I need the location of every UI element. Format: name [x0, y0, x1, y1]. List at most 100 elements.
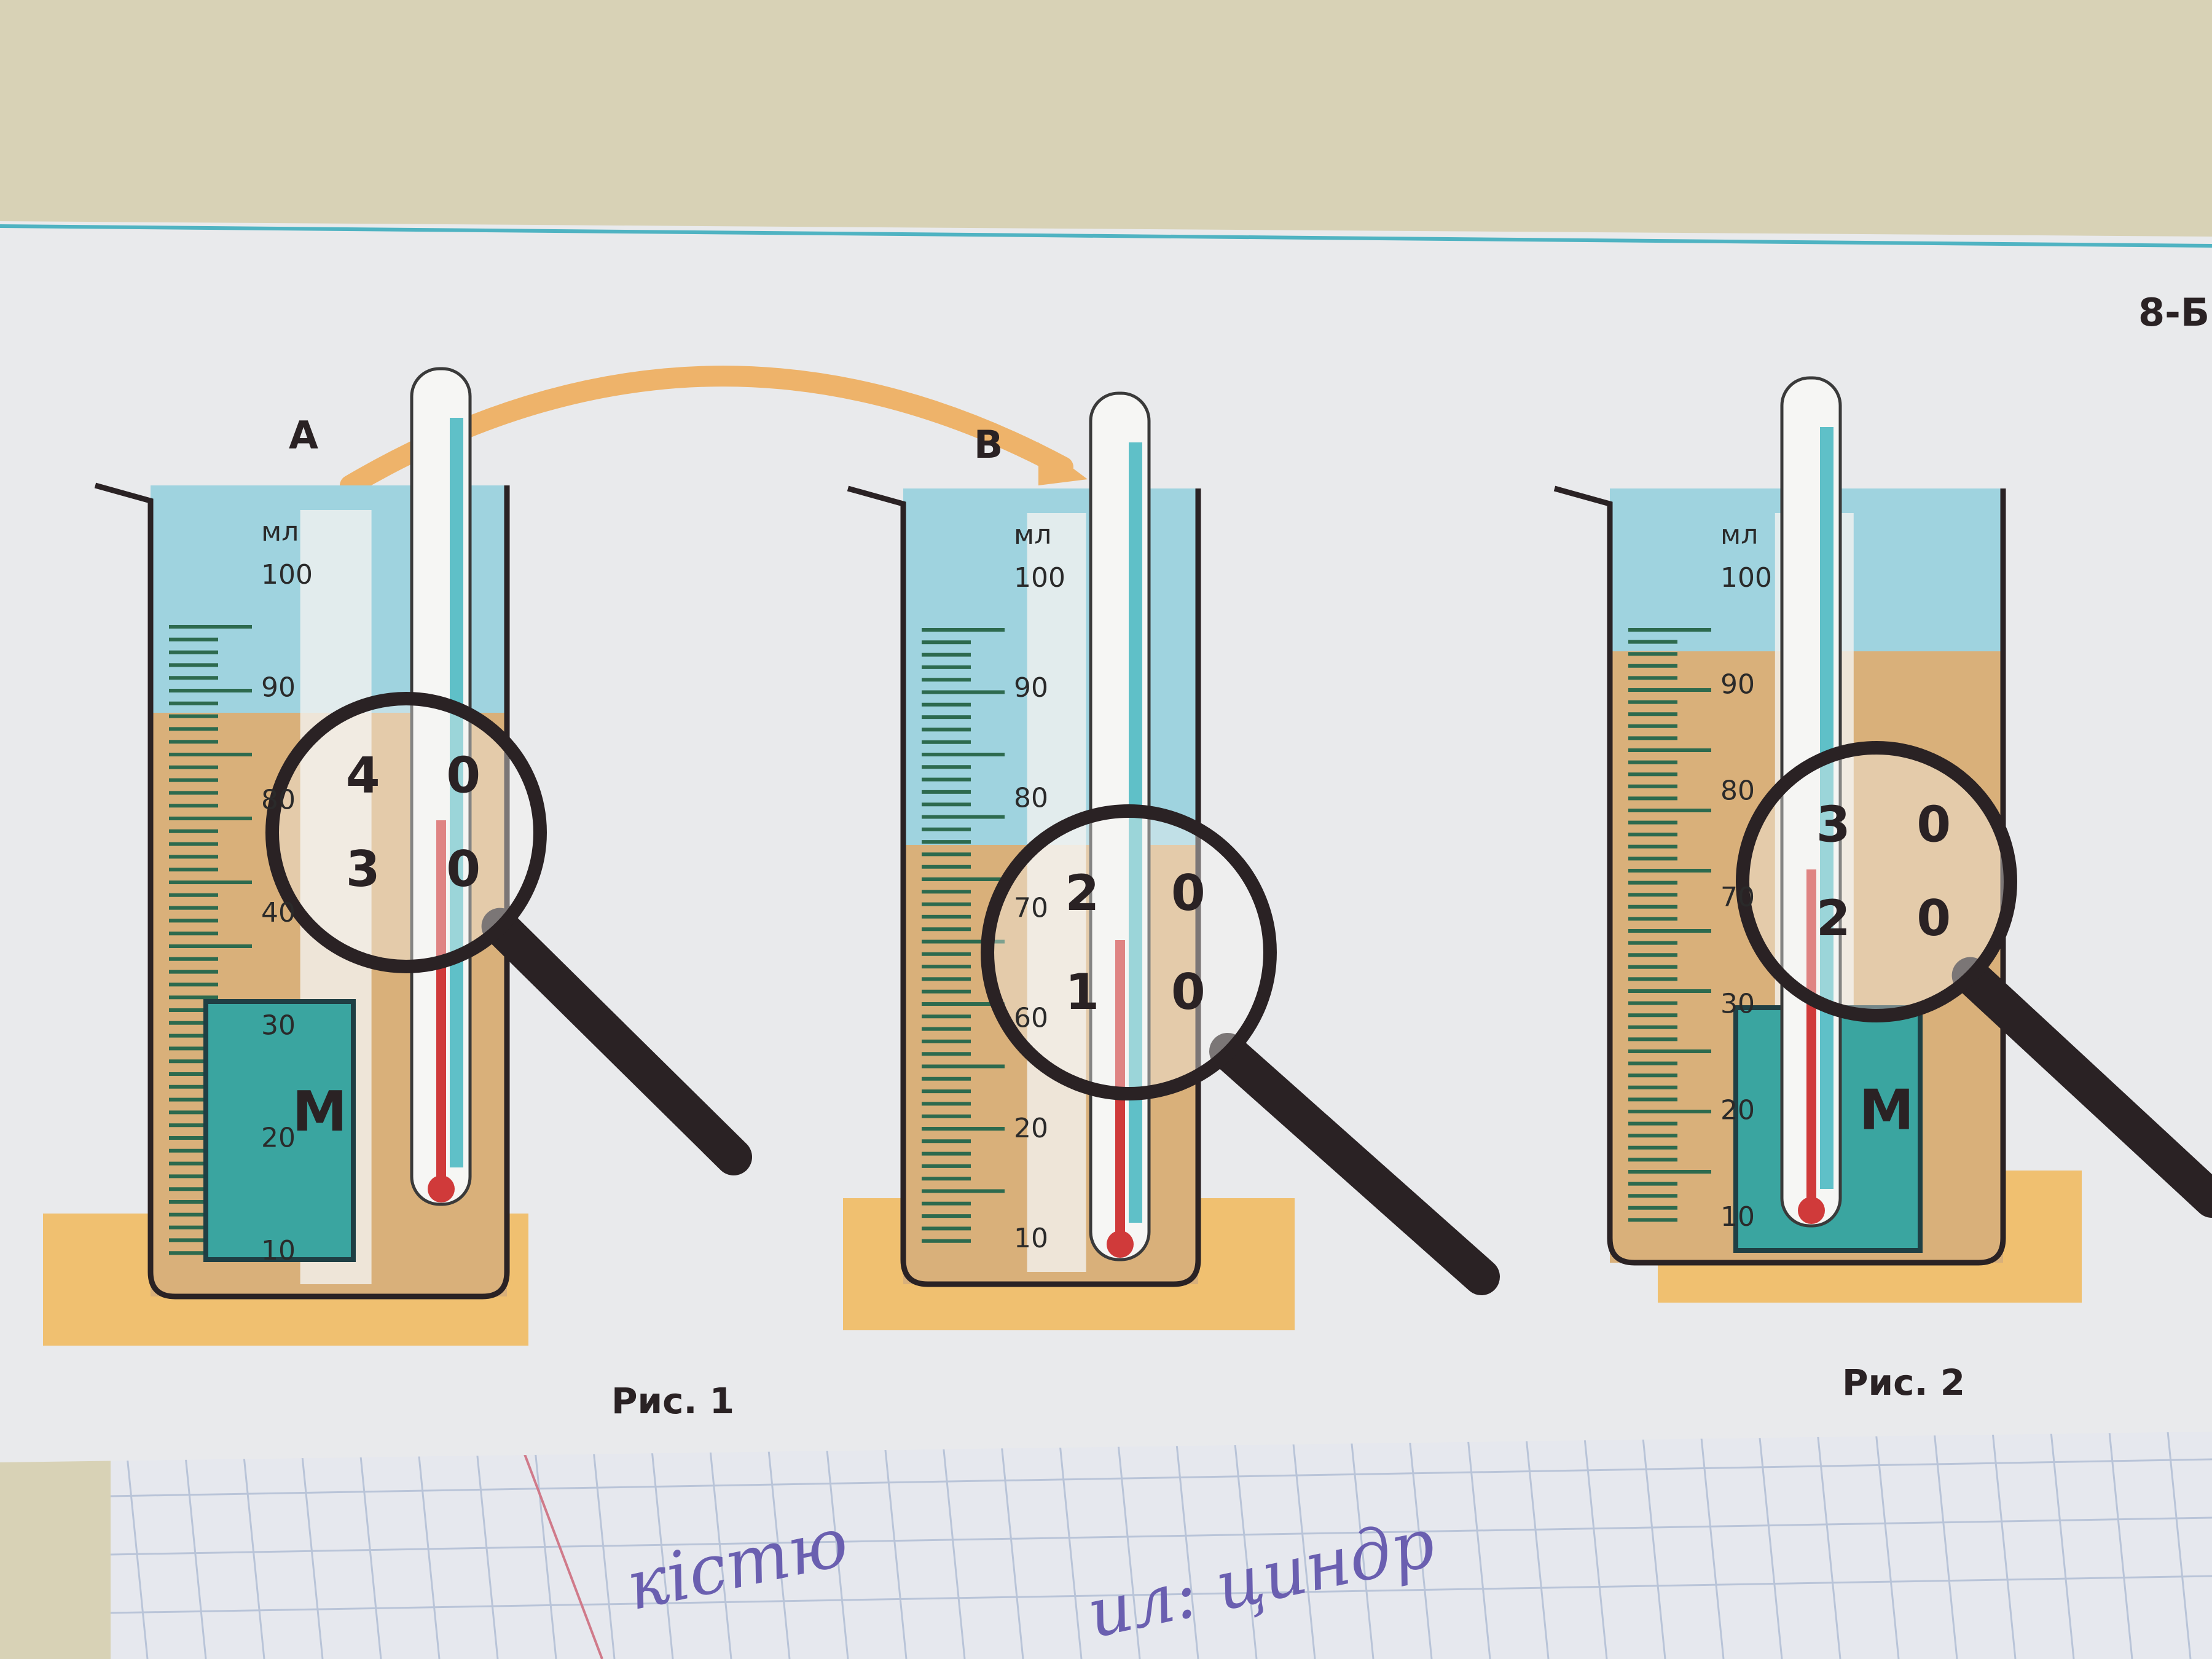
scale-label: 70: [1014, 893, 1048, 924]
scale-label: 100: [1014, 562, 1065, 594]
mercury-column: [1806, 869, 1816, 1207]
grid-line: [764, 1413, 791, 1659]
mercury-column: [436, 820, 446, 1186]
page-marker: 8-Б: [2138, 290, 2210, 335]
unit-label: мл: [261, 516, 299, 547]
magnified-reading: 0: [1916, 796, 1951, 853]
page-top-rule: [0, 224, 2212, 248]
grid-line: [1231, 1413, 1258, 1659]
beaker-outline: [847, 485, 1201, 1287]
grid-line: [1289, 1413, 1316, 1659]
scale-label: 80: [1720, 775, 1755, 807]
scale-label: 60: [1014, 1003, 1048, 1034]
grid-line: [589, 1413, 616, 1659]
grid-line: [1873, 1413, 1900, 1659]
unit-label: мл: [1014, 519, 1051, 551]
grid-line: [1931, 1413, 1958, 1659]
grid-line: [1406, 1413, 1433, 1659]
scale-label: 20: [1720, 1095, 1755, 1126]
scale-label: 90: [261, 672, 296, 703]
magnified-reading: 2: [1816, 890, 1851, 947]
beaker-label: В: [974, 422, 1003, 467]
grid-line: [939, 1413, 966, 1659]
grid-line: [705, 1413, 732, 1659]
scale-label: 10: [261, 1235, 296, 1266]
grid-line: [647, 1413, 674, 1659]
scale-label: 20: [261, 1123, 296, 1154]
grid-line: [110, 1458, 2212, 1497]
grid-line: [1639, 1413, 1666, 1659]
magnified-reading: 2: [1065, 865, 1100, 922]
scale-label: 80: [1014, 782, 1048, 814]
magnified-reading: 0: [1171, 963, 1206, 1021]
magnified-reading: 3: [346, 841, 380, 898]
scale-label: 70: [1720, 882, 1755, 913]
grid-line: [1814, 1413, 1841, 1659]
magnified-reading: 3: [1816, 796, 1851, 853]
grid-line: [1756, 1413, 1783, 1659]
beaker-outline: [1553, 485, 2006, 1266]
beaker-outline: [94, 482, 510, 1300]
grid-line: [1056, 1413, 1083, 1659]
arrow-head-icon: [1038, 442, 1088, 485]
figure2-caption: Рис. 2: [1842, 1362, 1965, 1403]
thermometer-bulb: [428, 1175, 455, 1202]
grid-line: [1347, 1413, 1375, 1659]
scale-label: 100: [1720, 562, 1772, 594]
unit-label: мл: [1720, 519, 1758, 551]
thermometer-bulb: [1798, 1197, 1825, 1224]
magnified-reading: 0: [446, 747, 480, 804]
beaker-label: А: [289, 413, 318, 458]
grid-line: [822, 1413, 849, 1659]
magnified-reading: 0: [1916, 890, 1951, 947]
magnified-reading: 4: [346, 747, 380, 804]
magnifier-handle: [481, 908, 752, 1175]
beakers: [43, 367, 2212, 1346]
thermometer-bulb: [1107, 1231, 1134, 1258]
grid-line: [2165, 1413, 2192, 1659]
magnifier-handle: [1209, 1033, 1500, 1295]
beaker-2: [843, 391, 1500, 1330]
grid-line: [2048, 1413, 2075, 1659]
scale-strip: [1027, 513, 1086, 1272]
grid-line: [110, 1516, 2212, 1556]
scale-label: 20: [1014, 1113, 1048, 1144]
magnifier-lens: [265, 692, 547, 973]
grid-line: [1523, 1413, 1550, 1659]
grid-line: [1581, 1413, 1608, 1659]
figure1-caption: Рис. 1: [611, 1380, 734, 1422]
scale-label: 30: [261, 1010, 296, 1041]
thermometer-scale: [450, 418, 463, 1167]
thermometer-scale: [1129, 442, 1142, 1223]
grid-line: [110, 1575, 2212, 1614]
magnifier-handle: [1951, 957, 2212, 1218]
weight-block: [203, 999, 356, 1262]
weight-label: М: [292, 1080, 347, 1144]
grid-line: [1464, 1413, 1491, 1659]
scale-label: 80: [261, 785, 296, 816]
scale-label: 10: [1720, 1201, 1755, 1233]
grid-line: [997, 1413, 1024, 1659]
scale-label: 100: [261, 559, 313, 590]
beaker-3: [1553, 376, 2212, 1303]
grid-line: [1990, 1413, 2017, 1659]
beaker-1: [43, 367, 752, 1346]
scale-label: 10: [1014, 1223, 1048, 1254]
grid-line: [1698, 1413, 1725, 1659]
scale-label: 90: [1720, 669, 1755, 700]
grid-line: [880, 1413, 908, 1659]
magnified-reading: 1: [1065, 963, 1100, 1021]
scale-label: 30: [1720, 988, 1755, 1019]
magnified-reading: 0: [1171, 865, 1206, 922]
magnifier-lens: [981, 804, 1277, 1100]
magnified-reading: 0: [446, 841, 480, 898]
magnifier-lens: [1736, 741, 2017, 1022]
weight-label: М: [1859, 1078, 1914, 1143]
grid-line: [2106, 1413, 2133, 1659]
scale-label: 90: [1014, 672, 1048, 704]
scale-label: 40: [261, 897, 296, 928]
